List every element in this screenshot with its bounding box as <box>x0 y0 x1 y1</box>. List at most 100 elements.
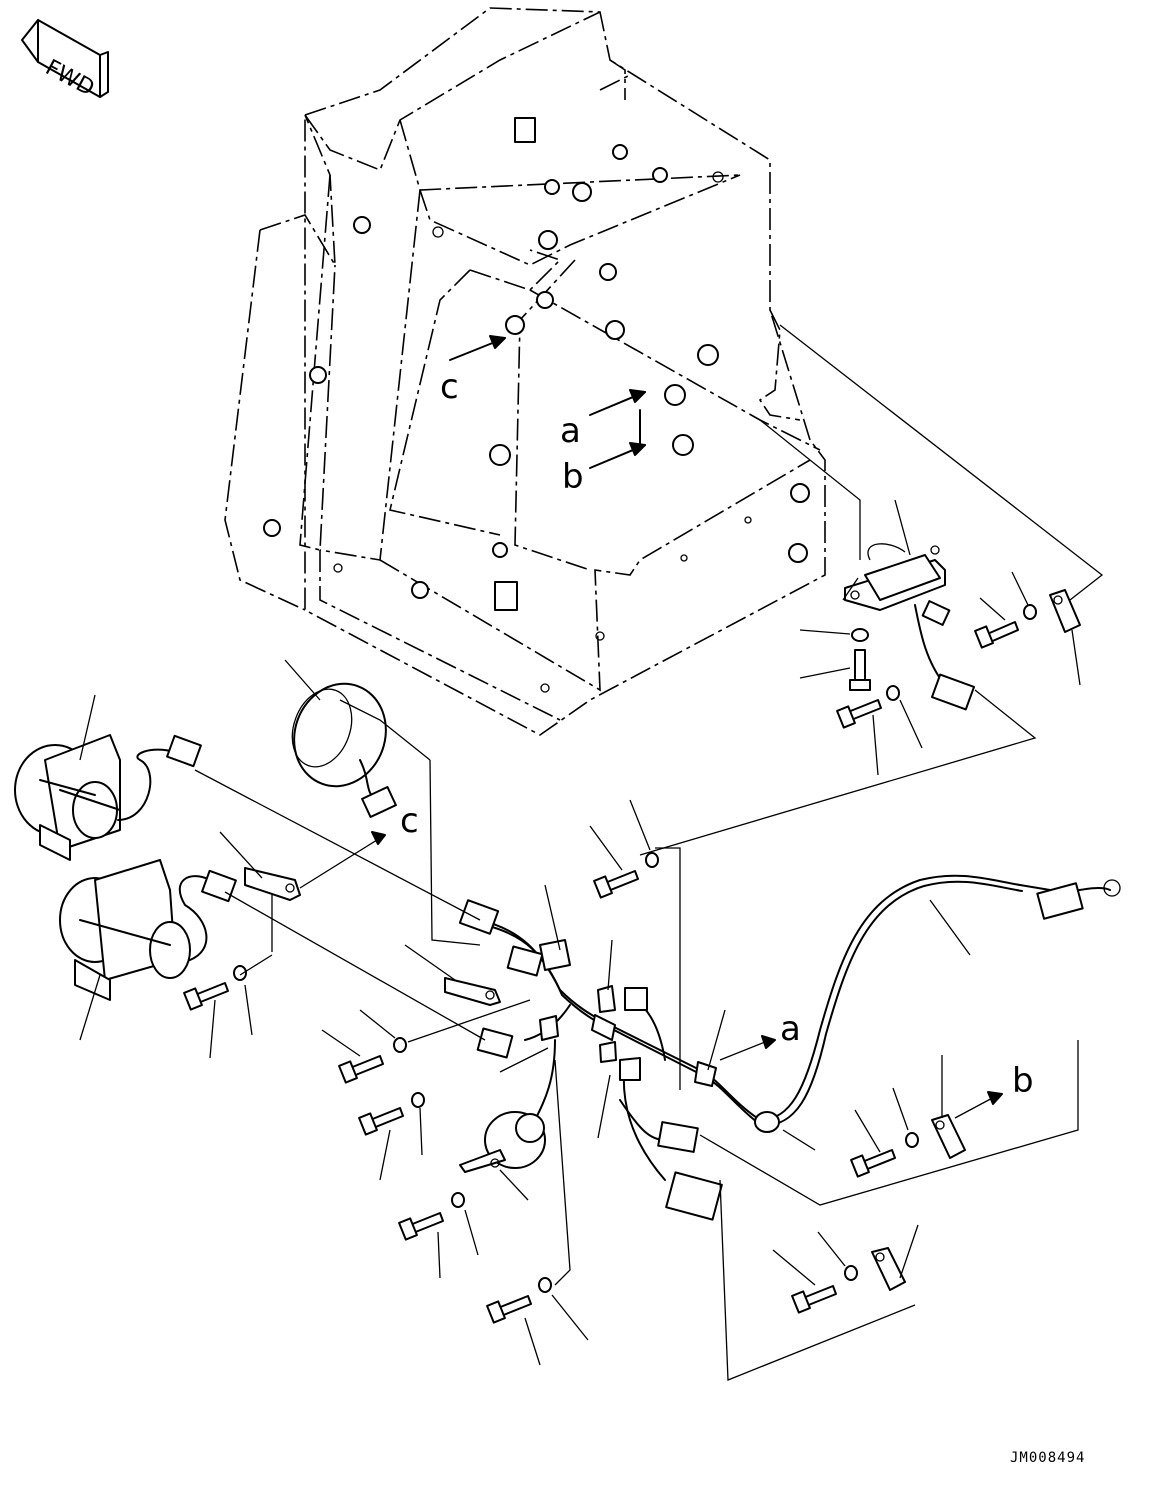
fwd-arrow-outline <box>21 19 101 98</box>
frame-spacer <box>599 263 617 281</box>
relay-hole <box>850 590 860 600</box>
bolt-leaders <box>589 799 651 871</box>
relay-fasteners <box>836 589 1081 729</box>
solenoid-shaft <box>79 919 171 946</box>
harness-band <box>597 985 616 1013</box>
frame-spacer <box>505 315 525 335</box>
washer <box>233 965 247 981</box>
frame-nut <box>652 167 668 183</box>
harness-leaders: a b <box>194 759 1079 1381</box>
bolt-head <box>486 1300 506 1324</box>
callout-c-frame: c <box>440 367 459 407</box>
switch-hole <box>490 1158 500 1168</box>
relay-body <box>864 554 941 601</box>
callout-b-arrow <box>589 409 646 469</box>
strap-hole <box>1053 595 1063 605</box>
cable-clip <box>244 867 301 901</box>
harness-band <box>599 1041 617 1063</box>
frame-bolt <box>309 366 327 384</box>
frame-bolt <box>788 543 808 563</box>
solenoid-coil <box>149 921 191 979</box>
bolt-leaders <box>209 984 253 1059</box>
solenoid-upper <box>14 694 202 861</box>
frame-bottom-edge <box>319 550 561 721</box>
frame-bolt <box>790 483 810 503</box>
bolt-leaders <box>772 1224 919 1286</box>
clip-c: c <box>219 801 419 901</box>
bolt-leaders <box>437 1209 479 1279</box>
harness-connector <box>624 987 648 1011</box>
frame-hole <box>333 563 343 573</box>
frame-spacer <box>664 384 686 406</box>
callout-b-frame: b <box>562 457 584 497</box>
harness-end-connector <box>1036 882 1084 920</box>
bolt-head <box>358 1112 378 1136</box>
washer <box>844 1265 858 1281</box>
frame-hole <box>595 631 605 641</box>
harness-connector <box>476 1027 514 1059</box>
frame-outline <box>304 7 826 736</box>
callout-a-arrowhead <box>761 1035 776 1049</box>
clip-leader <box>219 831 386 889</box>
solenoid-foot <box>74 959 111 1001</box>
callout-b-harness: b <box>1012 1061 1034 1101</box>
frame-pillar-left <box>299 174 336 552</box>
frame-pillar-mid <box>319 189 421 561</box>
solenoid-connector <box>166 734 202 768</box>
bolt-head <box>849 679 871 691</box>
fwd-label: FWD <box>41 55 98 101</box>
frame-upper-panel <box>399 119 741 266</box>
switch-cap <box>515 1113 545 1143</box>
relay-lip <box>842 577 859 601</box>
callout-c-arrowhead <box>489 335 506 349</box>
frame-hole <box>680 554 688 562</box>
ground-strap <box>871 1247 906 1291</box>
bolt-leaders <box>854 1055 943 1153</box>
callout-a-leader <box>719 1039 771 1061</box>
connection-lines <box>639 324 1104 856</box>
washer <box>886 685 900 701</box>
frame-spacer <box>538 230 558 250</box>
harness-band <box>539 1015 559 1041</box>
gauge-body <box>293 682 387 788</box>
frame-right-notch <box>758 309 801 421</box>
harness-connector <box>506 945 544 977</box>
frame-bolt <box>353 216 371 234</box>
callout-a-arrowhead <box>629 389 646 403</box>
bolt-head <box>183 987 203 1011</box>
strap-hole <box>875 1252 885 1262</box>
clip-hole <box>485 990 495 1000</box>
frame-spacer <box>536 291 554 309</box>
harness-band <box>539 939 571 971</box>
gauge-meter <box>284 659 431 818</box>
leader-lines <box>499 884 971 1151</box>
callout-b-arrowhead <box>987 1091 1003 1105</box>
relay-terminal <box>921 600 951 626</box>
relay-connector <box>930 673 976 711</box>
routing-lines-right <box>407 847 1079 1381</box>
washer <box>645 852 659 868</box>
frame-spacer <box>697 344 719 366</box>
gauge-connector <box>361 786 397 818</box>
bolt-head <box>398 1217 418 1241</box>
harness-band <box>619 1057 641 1081</box>
clip-hole <box>285 883 295 893</box>
solenoid-lower <box>59 859 253 1059</box>
solenoid-connector <box>201 869 237 903</box>
cable-clip <box>444 977 501 1006</box>
harness-band <box>591 1014 616 1041</box>
gauge-leader <box>284 659 431 761</box>
frame-top-edge <box>304 11 601 172</box>
bolt-leaders <box>321 1009 396 1057</box>
leader-lines <box>799 499 1081 776</box>
switch-bracket <box>459 1149 506 1173</box>
frame-nut <box>612 144 628 160</box>
washer <box>851 628 869 642</box>
washer <box>538 1277 552 1293</box>
frame-block <box>514 117 536 143</box>
harness-fasteners <box>321 799 966 1366</box>
bolt-leaders <box>524 1294 589 1366</box>
harness-band <box>694 1061 717 1087</box>
harness-grommet <box>754 1111 780 1133</box>
